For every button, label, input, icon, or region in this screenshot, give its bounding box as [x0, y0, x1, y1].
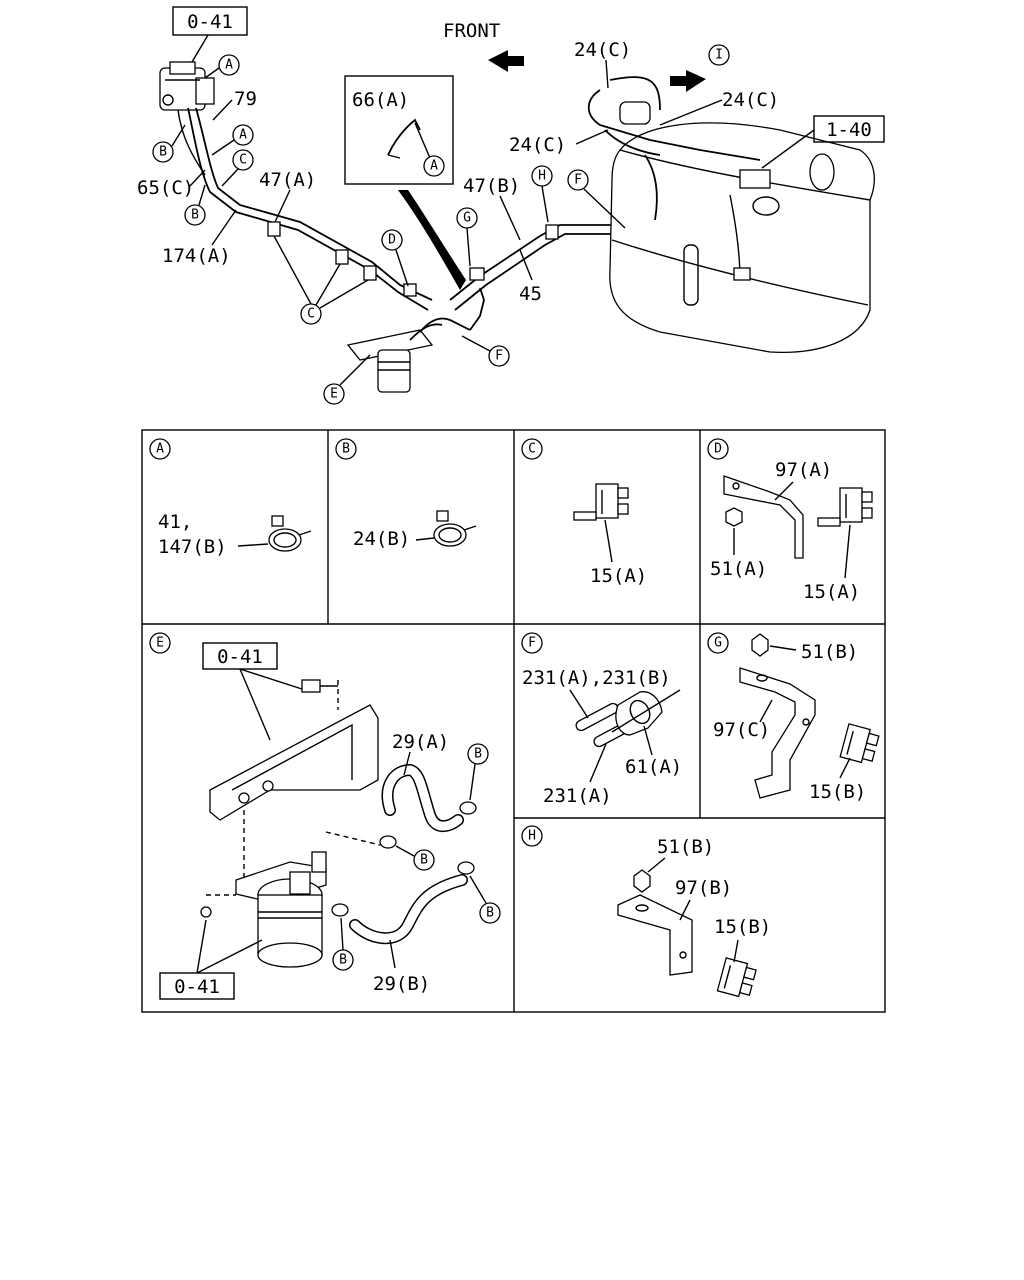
label-231a: 231(A) [543, 785, 612, 807]
svg-text:G: G [463, 211, 471, 226]
callout-h: H [531, 165, 553, 223]
callout-f-1: F [567, 169, 626, 229]
svg-text:F: F [574, 173, 582, 188]
svg-text:C: C [307, 307, 315, 322]
ref-box-0-41-top: 0-41 [172, 6, 248, 63]
svg-text:B: B [339, 953, 347, 968]
detail-grid [141, 429, 886, 1013]
top-assembly: 0-41 FRONT [137, 6, 885, 405]
detail-e: E 0-41 0-41 [149, 632, 501, 1000]
label-29b: 29(B) [373, 973, 430, 995]
fuel-pump-drawing [159, 61, 215, 111]
callout-a-1: A [204, 54, 240, 79]
inset-66a: 66(A) [344, 75, 466, 290]
label-51b-g: 51(B) [801, 641, 858, 663]
svg-text:F: F [495, 349, 503, 364]
label-24c-3: 24(C) [509, 134, 566, 156]
callout-d: D [381, 229, 409, 287]
callout-b-1: B [152, 124, 186, 163]
svg-text:A: A [430, 159, 438, 174]
view-i-arrow-icon [670, 70, 706, 92]
label-79: 79 [234, 88, 257, 110]
label-51a: 51(A) [710, 558, 767, 580]
callout-i: I [708, 44, 730, 66]
front-arrow-icon [488, 50, 524, 72]
front-label: FRONT [443, 20, 500, 42]
svg-text:D: D [388, 233, 396, 248]
fuel-pipe-return [187, 107, 429, 311]
label-15a-d: 15(A) [803, 581, 860, 603]
fuel-pipe-feed [195, 107, 433, 301]
label-29a: 29(A) [392, 731, 449, 753]
tank-return-line [587, 89, 761, 161]
svg-text:0-41: 0-41 [187, 11, 233, 33]
label-47b: 47(B) [463, 175, 520, 197]
label-24b: 24(B) [353, 528, 410, 550]
label-65c: 65(C) [137, 177, 194, 199]
svg-text:H: H [528, 829, 536, 844]
callout-b-2: B [184, 184, 206, 226]
callout-a-2: A [211, 124, 254, 156]
callout-c-2: C [273, 235, 369, 325]
svg-text:1-40: 1-40 [826, 119, 872, 141]
svg-text:E: E [156, 636, 164, 651]
detail-c: C 15(A) [521, 438, 647, 587]
svg-text:B: B [474, 747, 482, 762]
label-97c: 97(C) [713, 719, 770, 741]
label-47a: 47(A) [259, 169, 316, 191]
label-15b-g: 15(B) [809, 781, 866, 803]
label-15b-h: 15(B) [714, 916, 771, 938]
label-51b-h: 51(B) [657, 836, 714, 858]
callout-c-1: C [221, 149, 254, 187]
detail-f: F 231(A),231(B) 61(A) 231(A) [521, 632, 682, 807]
label-45: 45 [519, 283, 542, 305]
svg-text:A: A [239, 128, 247, 143]
callout-f-2: F [461, 335, 510, 367]
detail-g: G 51(B) 97(C) 15(B) [707, 632, 881, 803]
detail-a: A 41, 147(B) [149, 438, 312, 558]
svg-text:C: C [528, 442, 536, 457]
label-15a: 15(A) [590, 565, 647, 587]
fuel-filter-drawing [346, 317, 471, 393]
detail-b: B 24(B) [335, 438, 477, 550]
label-231a-231b: 231(A),231(B) [522, 667, 671, 689]
svg-text:D: D [714, 442, 722, 457]
svg-text:G: G [714, 636, 722, 651]
svg-text:A: A [225, 58, 233, 73]
callout-g: G [456, 207, 478, 267]
callout-e: E [323, 354, 371, 405]
label-24c-1: 24(C) [574, 39, 631, 61]
detail-d: D 97(A) 51(A) 15(A) [707, 438, 873, 603]
ref-0-41-e-bottom: 0-41 [174, 976, 220, 998]
callout-a-3: A [423, 155, 445, 177]
detail-h: H 51(B) 97(B) 15(B) [521, 825, 771, 1000]
label-66a: 66(A) [352, 89, 409, 111]
label-61a: 61(A) [625, 756, 682, 778]
svg-text:C: C [239, 153, 247, 168]
svg-text:B: B [486, 906, 494, 921]
ref-0-41-e-top: 0-41 [217, 646, 263, 668]
svg-text:H: H [538, 169, 546, 184]
svg-text:E: E [330, 387, 338, 402]
svg-text:B: B [159, 145, 167, 160]
label-174a: 174(A) [162, 245, 231, 267]
svg-text:A: A [156, 442, 164, 457]
label-41: 41, [158, 511, 192, 533]
label-147b: 147(B) [158, 536, 227, 558]
svg-text:F: F [528, 636, 536, 651]
svg-text:B: B [342, 442, 350, 457]
svg-text:B: B [420, 853, 428, 868]
label-97b: 97(B) [675, 877, 732, 899]
svg-text:I: I [715, 48, 723, 63]
svg-text:B: B [191, 208, 199, 223]
ref-box-1-40: 1-40 [761, 115, 885, 169]
label-24c-2: 24(C) [722, 89, 779, 111]
label-97a: 97(A) [775, 459, 832, 481]
